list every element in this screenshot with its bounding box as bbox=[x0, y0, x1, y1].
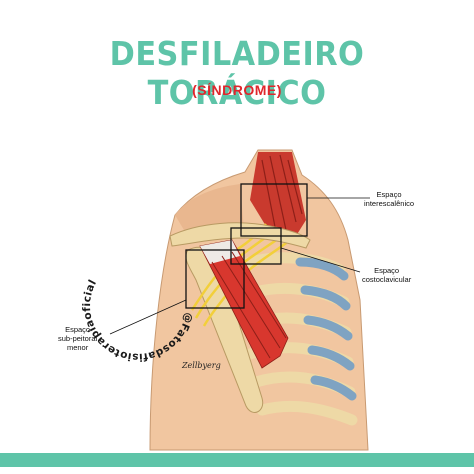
rib-cartilage bbox=[295, 257, 349, 281]
rib-cartilage bbox=[307, 345, 355, 371]
clavicle bbox=[169, 222, 311, 249]
leader-subpeitoral bbox=[109, 299, 187, 335]
label-costoclavicular: Espaço costoclavicular bbox=[362, 266, 411, 284]
label-line: menor bbox=[66, 343, 89, 352]
label-line: costoclavicular bbox=[362, 275, 412, 284]
rib bbox=[256, 400, 358, 426]
label-subpeitoral: Espaço sub-peitoral menor bbox=[58, 325, 97, 352]
artist-signature: Zellbyerg bbox=[181, 361, 221, 370]
label-interescalenico: Espaço interescalênico bbox=[364, 190, 414, 208]
label-line: sub-peitoral bbox=[58, 334, 98, 343]
box-interescalenico bbox=[240, 183, 308, 237]
rib-cartilage bbox=[310, 375, 357, 401]
rib-cartilage bbox=[300, 285, 351, 311]
label-line: interescalênico bbox=[364, 199, 415, 208]
pectoralis-tendon bbox=[200, 240, 240, 264]
page-subtitle: (SÍNDROME) bbox=[192, 82, 282, 98]
bottom-band bbox=[0, 453, 474, 467]
page-title: DESFILADEIRO TORÁCICO bbox=[109, 34, 365, 112]
muscle-striation bbox=[211, 251, 287, 359]
box-subpeitoral bbox=[185, 249, 245, 309]
rib-cartilage bbox=[303, 315, 353, 341]
box-costoclavicular bbox=[230, 227, 282, 265]
label-line: Espaço bbox=[65, 325, 91, 334]
label-line: Espaço bbox=[374, 266, 400, 275]
leader-costoclavicular bbox=[280, 247, 361, 273]
label-line: Espaço bbox=[376, 190, 402, 199]
muscle-striation bbox=[261, 154, 303, 233]
